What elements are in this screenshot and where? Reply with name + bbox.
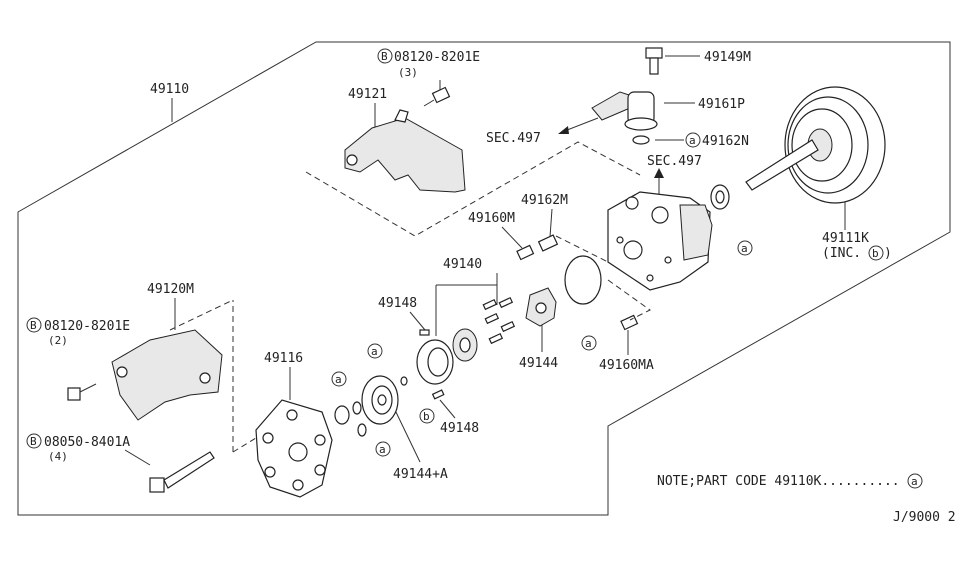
marker-a-49162N-letter: a bbox=[689, 134, 696, 147]
label-49116[interactable]: 49116 bbox=[264, 351, 303, 366]
label-08120-top-qty: (3) bbox=[398, 66, 418, 79]
seal-small-1[interactable] bbox=[334, 405, 350, 425]
hose-fitting-49161P[interactable] bbox=[591, 91, 658, 131]
label-sec497-b[interactable]: SEC.497 bbox=[647, 154, 702, 169]
label-08050-qty: (4) bbox=[48, 450, 68, 463]
pin-49148[interactable] bbox=[431, 389, 445, 400]
marker-b-1-letter: b bbox=[423, 410, 430, 423]
side-plate-49144A[interactable] bbox=[361, 375, 399, 425]
note-marker-letter: a bbox=[911, 475, 918, 488]
arrow-head-b bbox=[654, 168, 664, 178]
label-49148-a[interactable]: 49148 bbox=[378, 296, 417, 311]
bolt-marker-B-left bbox=[26, 317, 42, 333]
rear-cover-49116[interactable] bbox=[255, 399, 333, 498]
marker-a-49162N bbox=[685, 132, 701, 148]
bracket-49120M[interactable] bbox=[111, 329, 223, 421]
marker-B-left: B bbox=[30, 319, 37, 332]
bolt-08050[interactable] bbox=[149, 451, 215, 493]
label-49140[interactable]: 49140 bbox=[443, 257, 482, 272]
pulley-49111K[interactable] bbox=[745, 86, 886, 204]
vanes-49140[interactable] bbox=[482, 296, 516, 345]
label-08050[interactable]: 08050-8401A bbox=[44, 435, 130, 450]
label-49162M[interactable]: 49162M bbox=[521, 193, 568, 208]
bolt-marker-B-bottom bbox=[26, 433, 42, 449]
dash-rear-cover bbox=[232, 300, 257, 453]
dash-49120M bbox=[169, 299, 234, 331]
label-49148-b[interactable]: 49148 bbox=[440, 421, 479, 436]
dash-49121 bbox=[305, 141, 641, 237]
seal-small-3[interactable] bbox=[400, 376, 408, 386]
marker-B-top: B bbox=[381, 50, 388, 63]
label-49111K-inc: (INC. bbox=[822, 246, 861, 261]
connector-49162M[interactable] bbox=[537, 234, 559, 252]
dash-49160MA bbox=[607, 279, 651, 321]
marker-b-1 bbox=[419, 408, 435, 424]
connector-49160MA[interactable] bbox=[620, 314, 639, 331]
seal-49162N[interactable] bbox=[632, 135, 650, 145]
footer-code: J/9000 2 bbox=[893, 510, 956, 525]
marker-a-3-letter: a bbox=[379, 443, 386, 456]
label-49162N[interactable]: 49162N bbox=[702, 134, 749, 149]
marker-a-2 bbox=[331, 371, 347, 387]
seal-small-2[interactable] bbox=[352, 401, 362, 415]
label-49160M[interactable]: 49160M bbox=[468, 211, 515, 226]
seal-small-4[interactable] bbox=[357, 423, 367, 437]
label-49160MA[interactable]: 49160MA bbox=[599, 358, 654, 373]
rotor-49140[interactable] bbox=[452, 328, 478, 362]
marker-a-2-letter: a bbox=[335, 373, 342, 386]
note-text: NOTE;PART CODE 49110K.......... bbox=[657, 474, 900, 489]
bolt-08120-left[interactable] bbox=[67, 383, 97, 401]
marker-a-3 bbox=[375, 441, 391, 457]
seal-ring[interactable] bbox=[710, 184, 730, 210]
label-49111K[interactable]: 49111K bbox=[822, 231, 869, 246]
plate-49144[interactable] bbox=[525, 287, 557, 327]
label-49110[interactable]: 49110 bbox=[150, 82, 189, 97]
bolt-marker-B-top bbox=[377, 48, 393, 64]
oring-large[interactable] bbox=[564, 255, 602, 305]
label-08120-left[interactable]: 08120-8201E bbox=[44, 319, 130, 334]
marker-a-4 bbox=[737, 240, 753, 256]
assembly-frame bbox=[17, 41, 951, 516]
arrow-head-a bbox=[558, 126, 569, 134]
marker-b-49111K bbox=[868, 245, 884, 261]
marker-B-bottom: B bbox=[30, 435, 37, 448]
marker-a-1 bbox=[367, 343, 383, 359]
marker-a-oring-letter: a bbox=[585, 337, 592, 350]
label-49121[interactable]: 49121 bbox=[348, 87, 387, 102]
marker-a-1-letter: a bbox=[371, 345, 378, 358]
label-49111K-inc-close: ) bbox=[884, 246, 892, 261]
marker-a-oring bbox=[581, 335, 597, 351]
note-marker bbox=[907, 473, 923, 489]
pump-body[interactable] bbox=[607, 191, 713, 291]
cam-ring[interactable] bbox=[416, 329, 454, 385]
label-49120M[interactable]: 49120M bbox=[147, 282, 194, 297]
label-49144[interactable]: 49144 bbox=[519, 356, 558, 371]
bolt-49149M[interactable] bbox=[645, 47, 663, 75]
bolt-08120-top[interactable] bbox=[423, 86, 451, 107]
label-08120-left-qty: (2) bbox=[48, 334, 68, 347]
label-49144A[interactable]: 49144+A bbox=[393, 467, 448, 482]
bracket-49121[interactable] bbox=[344, 109, 466, 193]
label-49149M[interactable]: 49149M bbox=[704, 50, 751, 65]
connector-49160M[interactable] bbox=[516, 244, 535, 261]
label-08120-top[interactable]: 08120-8201E bbox=[394, 50, 480, 65]
marker-b-49111K-letter: b bbox=[872, 247, 879, 260]
marker-a-4-letter: a bbox=[741, 242, 748, 255]
label-49161P[interactable]: 49161P bbox=[698, 97, 745, 112]
label-sec497-a[interactable]: SEC.497 bbox=[486, 131, 541, 146]
